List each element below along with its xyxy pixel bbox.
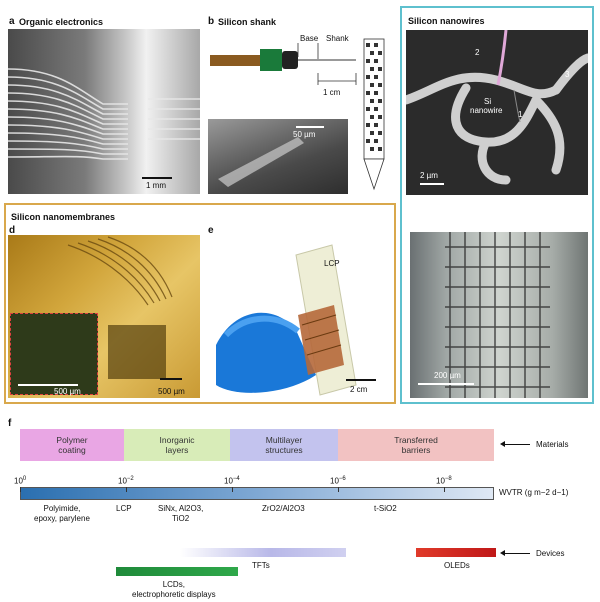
- panel-d-letter: d: [9, 225, 16, 236]
- material-multilayer-line2: structures: [265, 445, 303, 455]
- panel-e-image: [206, 235, 392, 398]
- label-zro2: ZrO2/Al2O3: [262, 504, 305, 513]
- device-label-oleds: OLEDs: [444, 561, 470, 570]
- label-sinx: SiNx, Al2O3,TiO2: [158, 504, 204, 523]
- devices-arrow-head: [500, 550, 505, 556]
- panel-e-letter: e: [208, 225, 214, 236]
- wvtr-tick-6: [338, 487, 339, 492]
- nanomembrane-traces: [67, 236, 173, 379]
- materials-arrow-head: [500, 441, 505, 447]
- devices-arrow-label: Devices: [536, 549, 565, 558]
- wvtr-axis-label: WVTR (g m−2 d−1): [499, 488, 569, 497]
- panel-b-title: Silicon shank: [218, 17, 277, 27]
- nanowire-label: nanowire: [470, 106, 503, 115]
- device-bar-lcds: [116, 567, 238, 576]
- organic-electronics-image: [8, 29, 200, 194]
- nanowire-label-2: 2: [475, 48, 480, 57]
- device-bar-oleds: [416, 548, 496, 557]
- material-polymer-line1: Polymer: [56, 435, 88, 445]
- material-transferred-line1: Transferred: [394, 435, 438, 445]
- nanowire-mesh-image: [410, 232, 588, 398]
- nanowire-mesh: [445, 232, 550, 398]
- devices-arrow-line: [502, 553, 530, 554]
- wvtr-tick-0: [20, 487, 21, 492]
- panel-c-top-scale-bar: [420, 183, 444, 185]
- wvtr-tick-4: [232, 487, 233, 492]
- nanowire-image: [406, 30, 588, 195]
- panel-c-title: Silicon nanowires: [408, 16, 485, 26]
- materials-arrow-label: Materials: [536, 440, 569, 449]
- shank-label: Shank: [326, 34, 349, 43]
- nanomembranes-frame: [4, 203, 396, 404]
- sem-shank-image: [208, 119, 348, 194]
- panel-d-inset-scale-label: 500 µm: [54, 387, 81, 396]
- wvtr-tick-label-2: 10−2: [118, 476, 134, 486]
- nanowire-label-3: 3: [565, 70, 570, 79]
- wvtr-tick-2: [126, 487, 127, 492]
- rfics-label: RFICs: [242, 298, 265, 307]
- nanowire-network: [406, 30, 588, 185]
- label-polyimide: Polyimide,epoxy, parylene: [34, 504, 90, 523]
- wvtr-tick-label-6: 10−6: [330, 476, 346, 486]
- panel-a-title: Organic electronics: [19, 17, 104, 27]
- panel-a-scale-bar: [142, 177, 172, 179]
- materials-arrow-line: [502, 444, 530, 445]
- nanomembrane-device-image: [8, 235, 200, 398]
- material-transferred-line2: barriers: [401, 445, 431, 455]
- device-bar-tfts: [180, 548, 346, 557]
- panel-d-inset-scale-bar: [18, 384, 78, 386]
- si-label: Si: [484, 97, 492, 106]
- panel-c-frame: [400, 6, 594, 404]
- panel-d-main-scale-label: 500 µm: [158, 387, 185, 396]
- material-inorganic-line2: layers: [165, 445, 189, 455]
- flexible-device: [216, 244, 357, 396]
- device-label-lcds: LCDs,electrophoretic displays: [132, 580, 216, 599]
- silicon-shank-drawing: [210, 38, 385, 191]
- panel-e-scale-label: 2 cm: [350, 385, 368, 394]
- panel-d-main-scale-bar: [160, 378, 182, 380]
- material-polymer-line2: coating: [58, 445, 86, 455]
- wvtr-tick-label-4: 10−4: [224, 476, 240, 486]
- sem-shank-tip: [218, 137, 304, 187]
- lcp-label: LCP: [324, 259, 340, 268]
- label-tsio2: t-SiO2: [374, 504, 397, 513]
- panel-b-letter: b: [208, 16, 215, 27]
- cm-label: 1 cm: [323, 88, 341, 97]
- panel-b-scale-bar: [296, 126, 324, 128]
- panel-a-scale-label: 1 mm: [146, 181, 166, 190]
- panel-d-inset: [10, 313, 98, 395]
- panel-a-letter: a: [9, 16, 15, 27]
- wvtr-tick-label-0: 100: [14, 476, 27, 486]
- panel-b-scale-label: 50 µm: [293, 130, 316, 139]
- base-label: Base: [300, 34, 319, 43]
- label-lcp: LCP: [116, 504, 132, 513]
- nanomembranes-title: Silicon nanomembranes: [11, 212, 116, 222]
- panel-c-bottom-scale-label: 200 µm: [434, 371, 461, 380]
- material-inorganic-line1: Inorganic: [159, 435, 195, 445]
- material-multilayer-line1: Multilayer: [265, 435, 303, 445]
- panel-e-scale-bar: [346, 379, 376, 381]
- wvtr-tick-label-8: 10−8: [436, 476, 452, 486]
- panel-c-bottom-scale-bar: [418, 383, 474, 385]
- nanowire-label-1: 1: [518, 110, 523, 119]
- panel-f-letter: f: [8, 418, 12, 429]
- wvtr-axis-bar: [20, 487, 494, 500]
- panel-c-top-scale-label: 2 µm: [420, 171, 438, 180]
- wvtr-tick-8: [444, 487, 445, 492]
- organic-electronics-traces: [8, 68, 200, 160]
- device-label-tfts: TFTs: [252, 561, 270, 570]
